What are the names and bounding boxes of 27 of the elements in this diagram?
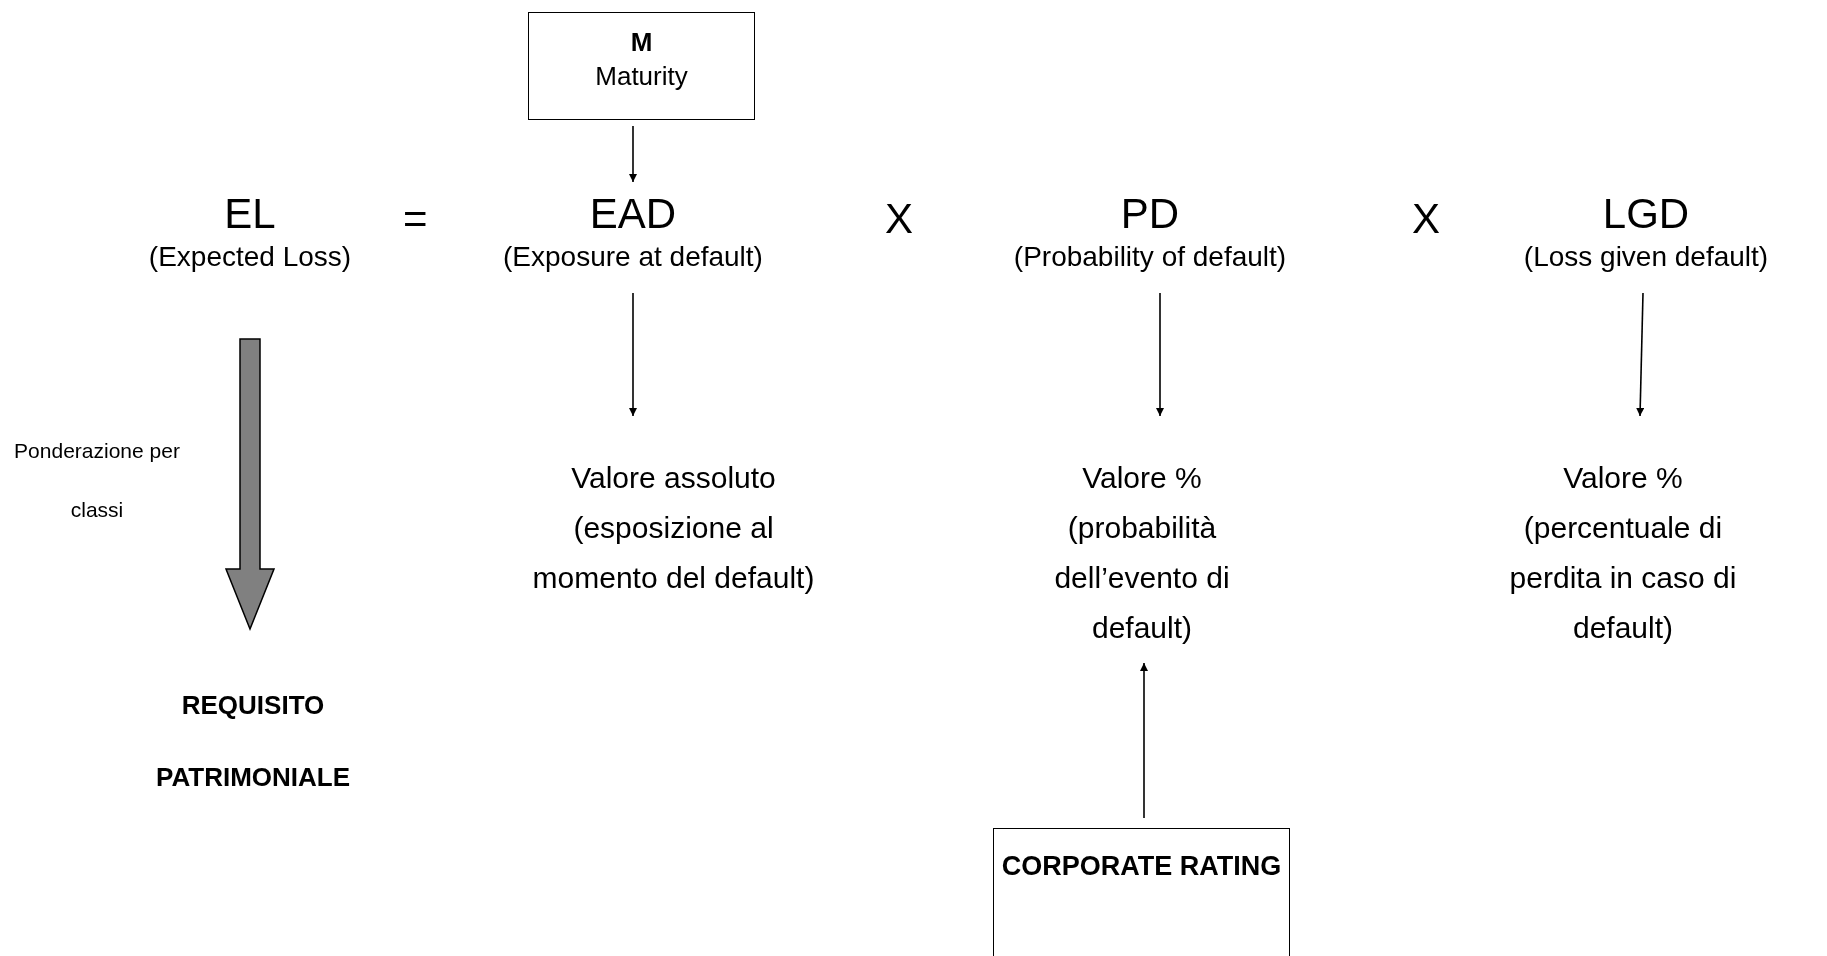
formula-term: EL <box>223 189 277 239</box>
operator-symbol: X <box>885 194 913 244</box>
operator-symbol: = <box>403 194 428 244</box>
description-text: Valore % (probabilità dell’evento di default) <box>1053 460 1231 646</box>
term-description: (Exposure at default) <box>502 240 764 274</box>
heading: M <box>629 26 654 59</box>
formula-term: EAD <box>588 189 678 239</box>
term-description: (Probability of default) <box>1012 240 1288 274</box>
label-box <box>993 828 1290 956</box>
edge-label: Ponderazione per classi <box>13 438 181 523</box>
arrow <box>629 125 637 183</box>
description-text: Valore assoluto (esposizione al momento del default) <box>531 460 816 596</box>
result-text: REQUISITO PATRIMONIALE <box>155 689 351 794</box>
term-description: (Loss given default) <box>1522 240 1770 274</box>
arrow <box>629 292 637 417</box>
subtitle: Maturity <box>594 60 689 93</box>
formula-term: PD <box>1119 189 1181 239</box>
arrow <box>1140 662 1148 819</box>
formula-term: LGD <box>1601 189 1691 239</box>
block-arrow <box>224 338 276 631</box>
description-text: Valore % (percentuale di perdita in caso di default) <box>1508 460 1738 646</box>
term-description: (Expected Loss) <box>147 240 353 274</box>
arrow <box>1636 292 1645 417</box>
source-box-text: CORPORATE RATING <box>1000 850 1283 883</box>
operator-symbol: X <box>1412 194 1440 244</box>
label-box <box>528 12 755 120</box>
arrow <box>1156 292 1164 417</box>
